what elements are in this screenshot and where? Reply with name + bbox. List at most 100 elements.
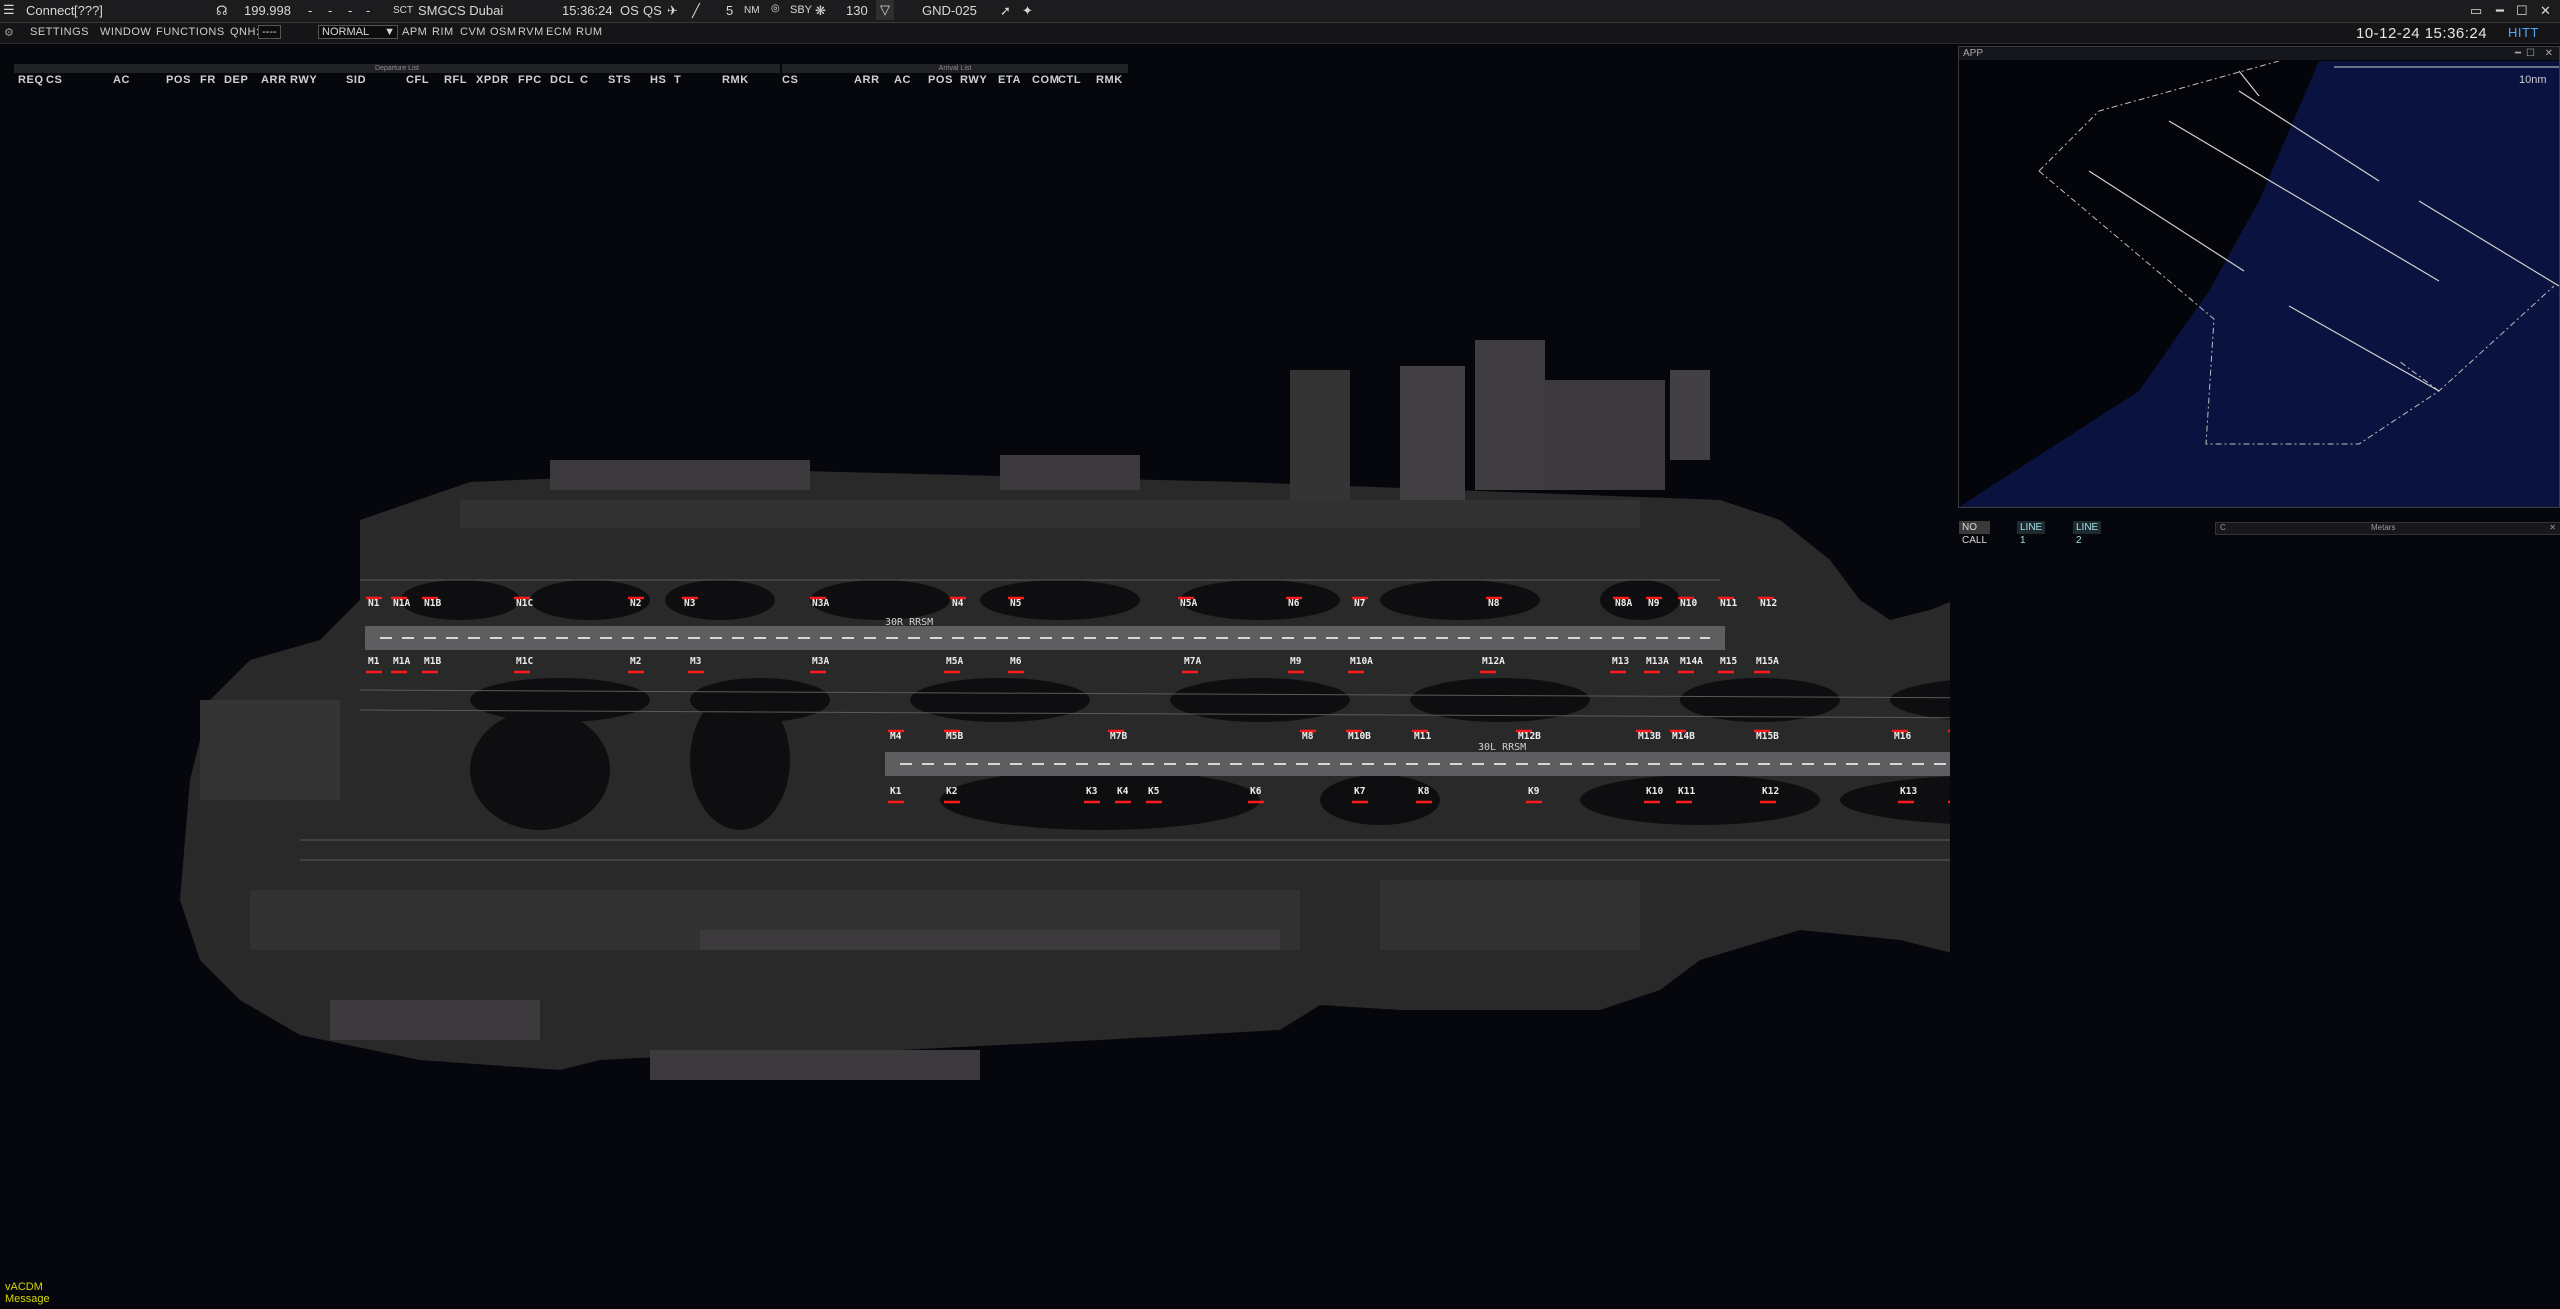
vacdm-panel[interactable]: vACDM Message xyxy=(5,1281,50,1305)
holding-point-label[interactable]: K3 xyxy=(1086,786,1098,797)
holding-point-label[interactable]: M1A xyxy=(393,656,410,667)
maximize-icon[interactable]: ☐ xyxy=(2516,3,2528,18)
holding-point-label[interactable]: N3A xyxy=(812,598,829,609)
ecm-button[interactable]: ECM xyxy=(546,26,572,38)
holding-point-label[interactable]: M7A xyxy=(1184,656,1201,667)
holding-point-label[interactable]: M2 xyxy=(630,656,641,667)
menu-window[interactable]: WINDOW xyxy=(100,26,152,38)
holding-point-label[interactable]: N6 xyxy=(1288,598,1300,609)
holding-point-label[interactable]: K7 xyxy=(1354,786,1365,797)
col-hs[interactable]: HS xyxy=(650,74,667,86)
col-rfl[interactable]: RFL xyxy=(444,74,468,86)
holding-point-label[interactable]: N8A xyxy=(1615,598,1632,609)
col-eta[interactable]: ETA xyxy=(998,74,1021,86)
frequency-display[interactable]: 199.998 xyxy=(244,3,291,18)
holding-point-label[interactable]: M15B xyxy=(1756,731,1779,742)
close-icon[interactable]: ✕ xyxy=(2549,523,2556,532)
menu-icon[interactable]: ☰ xyxy=(3,2,15,17)
col-c[interactable]: C xyxy=(580,74,589,86)
filter-icon[interactable]: ▽ xyxy=(876,0,894,20)
col-ac[interactable]: AC xyxy=(113,74,131,86)
col-rmk[interactable]: RMK xyxy=(722,74,749,86)
approach-radar-window[interactable]: APP ━ ☐ ✕ 10nm xyxy=(1958,46,2560,508)
holding-point-label[interactable]: M1 xyxy=(368,656,380,667)
col-rwy[interactable]: RWY xyxy=(960,74,988,86)
holding-point-label[interactable]: K4 xyxy=(1117,786,1129,797)
holding-point-label[interactable]: M16 xyxy=(1894,731,1911,742)
holding-point-label[interactable]: M14A xyxy=(1680,656,1703,667)
menu-functions[interactable]: FUNCTIONS xyxy=(156,26,225,38)
cvm-button[interactable]: CVM xyxy=(460,26,486,38)
app-radar-scope[interactable]: 10nm xyxy=(1959,61,2559,507)
transponder-mode[interactable]: SBY xyxy=(790,4,813,16)
holding-point-label[interactable]: M12B xyxy=(1518,731,1541,742)
app-window-titlebar[interactable]: APP ━ ☐ ✕ xyxy=(1959,47,2559,60)
col-arr[interactable]: ARR xyxy=(854,74,880,86)
no-call-button[interactable]: NO CALL xyxy=(1959,521,1991,546)
holding-point-label[interactable]: N7 xyxy=(1354,598,1365,609)
holding-point-label[interactable]: N5 xyxy=(1010,598,1022,609)
ruler-icon[interactable]: ╱ xyxy=(692,3,700,18)
qs-button[interactable]: QS xyxy=(643,3,662,18)
holding-point-label[interactable]: N10 xyxy=(1680,598,1697,609)
close-icon[interactable]: ✕ xyxy=(2544,48,2553,59)
menu-settings[interactable]: SETTINGS xyxy=(30,26,90,38)
col-xpdr[interactable]: XPDR xyxy=(476,74,509,86)
col-rwy[interactable]: RWY xyxy=(290,74,318,86)
holding-point-label[interactable]: M5A xyxy=(946,656,963,667)
col-fpc[interactable]: FPC xyxy=(518,74,542,86)
holding-point-label[interactable]: K11 xyxy=(1678,786,1695,797)
apm-button[interactable]: APM xyxy=(402,26,428,38)
route-icon[interactable]: ✦ xyxy=(1022,3,1033,18)
holding-point-label[interactable]: M3 xyxy=(690,656,702,667)
holding-point-label[interactable]: M4 xyxy=(890,731,902,742)
holding-point-label[interactable]: M15A xyxy=(1756,656,1779,667)
col-com[interactable]: COM xyxy=(1032,74,1060,86)
holding-point-label[interactable]: N1 xyxy=(368,598,380,609)
holding-point-label[interactable]: M7B xyxy=(1110,731,1127,742)
col-pos[interactable]: POS xyxy=(166,74,192,86)
holding-point-label[interactable]: K6 xyxy=(1250,786,1262,797)
col-req[interactable]: REQ xyxy=(18,74,44,86)
holding-point-label[interactable]: M12A xyxy=(1482,656,1505,667)
holding-point-label[interactable]: N1B xyxy=(424,598,441,609)
col-rmk[interactable]: RMK xyxy=(1096,74,1123,86)
col-fr[interactable]: FR xyxy=(200,74,216,86)
col-ac[interactable]: AC xyxy=(894,74,912,86)
os-button[interactable]: OS xyxy=(620,3,639,18)
mode-select[interactable]: NORMAL ▼ xyxy=(318,25,398,39)
holding-point-label[interactable]: M6 xyxy=(1010,656,1022,667)
holding-point-label[interactable]: K8 xyxy=(1418,786,1430,797)
holding-point-label[interactable]: N1A xyxy=(393,598,410,609)
col-cs[interactable]: CS xyxy=(782,74,799,86)
col-pos[interactable]: POS xyxy=(928,74,954,86)
close-icon[interactable]: ✕ xyxy=(2540,3,2551,18)
holding-point-label[interactable]: K10 xyxy=(1646,786,1663,797)
col-sts[interactable]: STS xyxy=(608,74,632,86)
holding-point-label[interactable]: N4 xyxy=(952,598,964,609)
col-dcl[interactable]: DCL xyxy=(550,74,575,86)
rvm-button[interactable]: RVM xyxy=(518,26,544,38)
arrival-list-titlebar[interactable]: Arrival List xyxy=(782,64,1128,73)
sbt-icon[interactable]: ◎ xyxy=(771,3,780,14)
holding-point-label[interactable]: N1C xyxy=(516,598,533,609)
window-icon[interactable]: ▭ xyxy=(2470,3,2483,18)
connect-button[interactable]: Connect xyxy=(26,3,75,18)
range-value[interactable]: 5 xyxy=(726,3,734,18)
holding-point-label[interactable]: M9 xyxy=(1290,656,1302,667)
level-filter[interactable]: 130 xyxy=(846,3,868,18)
departure-list-titlebar[interactable]: Departure List xyxy=(14,64,780,73)
holding-point-label[interactable]: M1B xyxy=(424,656,441,667)
holding-point-label[interactable]: M8 xyxy=(1302,731,1314,742)
measure-icon[interactable]: ➚ xyxy=(1000,3,1011,18)
holding-point-label[interactable]: K13 xyxy=(1900,786,1917,797)
holding-point-label[interactable]: N12 xyxy=(1760,598,1777,609)
holding-point-label[interactable]: N11 xyxy=(1720,598,1737,609)
line1-button[interactable]: LINE 1 xyxy=(2017,521,2046,546)
settings-icon[interactable]: ⚙ xyxy=(4,27,14,39)
plane-icon[interactable]: ✈ xyxy=(667,3,678,18)
maximize-icon[interactable]: ☐ xyxy=(2526,48,2535,59)
metars-window[interactable]: C Metars ✕ xyxy=(2215,522,2560,535)
holding-point-label[interactable]: M1C xyxy=(516,656,533,667)
